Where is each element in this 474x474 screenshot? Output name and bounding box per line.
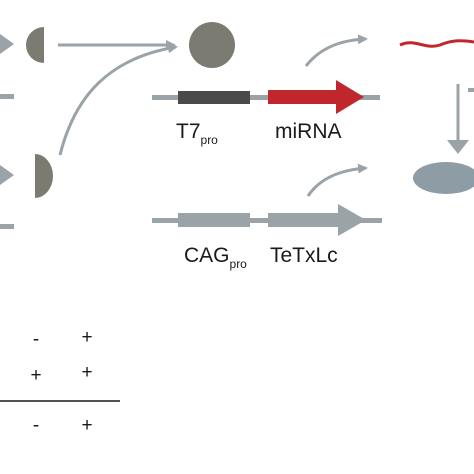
table-r2-c2: +	[81, 362, 92, 383]
arrowhead-left-bottom	[0, 165, 14, 185]
half-sphere-top	[26, 27, 44, 63]
mirna-gene-arrow	[268, 80, 364, 114]
table-r3-c2: +	[81, 415, 92, 436]
protein-ellipse	[413, 162, 474, 194]
cag-promoter-label: CAGpro	[184, 244, 247, 271]
full-sphere	[189, 22, 235, 68]
table-r1-c2: +	[81, 327, 92, 348]
t7-promoter-block	[178, 91, 250, 104]
curved-arrow-lower-to-sphere	[58, 43, 178, 156]
t7-promoter-label: T7pro	[176, 120, 218, 147]
arrowhead-down	[447, 140, 469, 154]
mirna-transcript-squiggle	[399, 39, 474, 48]
table-r1-c1: -	[33, 329, 39, 350]
mirna-label: miRNA	[275, 120, 342, 143]
dna-backbone-bottom	[152, 218, 382, 223]
curved-arrow-to-rna	[304, 34, 368, 67]
dna-backbone-top	[152, 95, 380, 100]
cag-promoter-block	[178, 213, 250, 227]
arrowhead-left-top	[0, 34, 14, 54]
curved-arrow-to-protein	[306, 163, 368, 197]
table-r3-c1: -	[33, 415, 39, 436]
tetxlc-label: TeTxLc	[270, 244, 338, 267]
table-r2-c1: +	[30, 365, 41, 386]
dna-line-left-bottom	[0, 224, 14, 229]
half-sphere-bottom	[35, 154, 53, 198]
tetxlc-gene-arrow	[268, 204, 366, 236]
right-edge-line	[468, 88, 474, 92]
dna-line-left-top	[0, 94, 14, 99]
